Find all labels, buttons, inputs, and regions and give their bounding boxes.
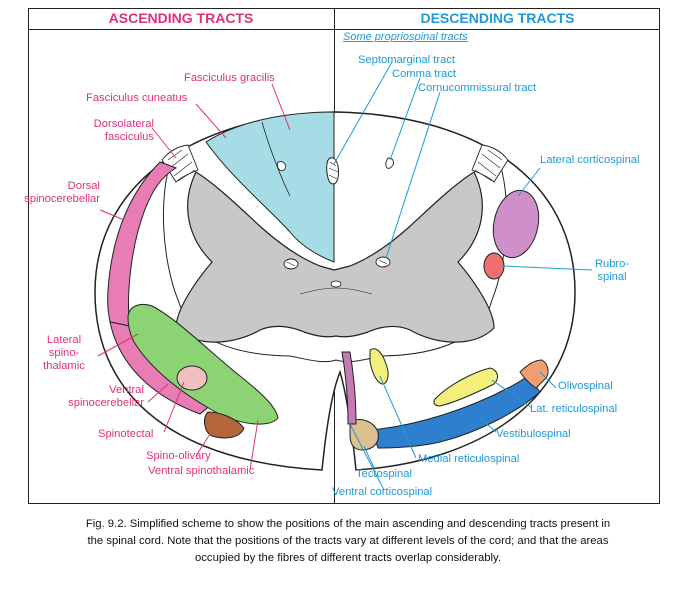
septomarginal-tract xyxy=(326,157,339,185)
ascending-leader-lines xyxy=(97,83,291,471)
label-ventral-spinocerebellar: Ventral spinocerebellar xyxy=(68,384,144,409)
label-olivospinal: Olivospinal xyxy=(558,380,613,392)
label-ventral-spinothalamic: Ventral spinothalamic xyxy=(148,465,255,477)
ascending-tracts-header: ASCENDING TRACTS xyxy=(108,10,254,26)
label-dorsal-spinocerebellar: Dorsal spinocerebellar xyxy=(24,180,100,205)
label-spino-olivary: Spino-olivary xyxy=(146,450,211,462)
propriospinal-subheader: Some propriospinal tracts xyxy=(343,31,468,43)
label-dorsolateral-fasciculus: Dorsolateral fasciculus xyxy=(93,118,154,143)
descending-leader-lines xyxy=(333,61,593,491)
label-lat-reticulospinal: Lat. reticulospinal xyxy=(530,403,618,415)
posterior-column-left xyxy=(205,111,335,263)
dorsolateral-hatch-left xyxy=(167,149,196,182)
comma-tract-left xyxy=(277,161,287,171)
grey-commissure xyxy=(299,287,373,295)
olivospinal-tract xyxy=(519,359,549,389)
label-medial-reticulospinal: Medial reticulospinal xyxy=(418,453,520,465)
spino-olivary-tract xyxy=(204,411,245,439)
cornucommissural-hatch xyxy=(286,259,388,267)
label-fasciculus-gracilis: Fasciculus gracilis xyxy=(184,72,275,84)
label-fasciculus-cuneatus: Fasciculus cuneatus xyxy=(86,92,188,104)
cuneatus-gracilis-septum xyxy=(261,121,291,197)
rubrospinal-tract xyxy=(483,252,505,280)
label-lateral-spinothalamic: Lateral spino- thalamic xyxy=(43,334,85,372)
caption-line: occupied by the fibres of different trac… xyxy=(194,552,502,564)
septomarginal-hatch xyxy=(328,161,339,180)
descending-tracts-header: DESCENDING TRACTS xyxy=(420,10,575,26)
dorsolateral-fasciculus-right xyxy=(471,144,509,183)
comma-tract-right xyxy=(385,157,395,169)
caption-line: Fig. 9.2. Simplified scheme to show the … xyxy=(85,518,611,530)
label-cornucommissural-tract: Cornucommissural tract xyxy=(418,82,537,94)
figure-caption: Fig. 9.2. Simplified scheme to show the … xyxy=(28,516,668,567)
label-lateral-corticospinal: Lateral corticospinal xyxy=(540,154,640,166)
lateral-reticulospinal-tract xyxy=(433,367,498,407)
label-rubrospinal: Rubro- spinal xyxy=(594,258,630,283)
caption-line: the spinal cord. Note that the positions… xyxy=(87,535,609,547)
label-comma-tract: Comma tract xyxy=(392,68,457,80)
dorsolateral-hatch-right xyxy=(474,149,503,182)
label-tectospinal: Tectospinal xyxy=(356,468,412,480)
label-septomarginal-tract: Septomarginal tract xyxy=(358,54,456,66)
label-spinotectal: Spinotectal xyxy=(98,428,154,440)
header-divider xyxy=(28,29,660,30)
central-canal xyxy=(330,280,342,288)
spinotectal-tract xyxy=(176,365,208,391)
lateral-corticospinal-tract xyxy=(492,189,540,259)
figure-frame xyxy=(28,8,660,504)
ventral-corticospinal-tract xyxy=(341,351,357,425)
medial-reticulospinal-tract xyxy=(369,348,389,385)
label-ventral-corticospinal: Ventral corticospinal xyxy=(332,486,433,498)
lateral-spinothalamic-tract xyxy=(127,304,279,425)
label-vestibulospinal: Vestibulospinal xyxy=(496,428,571,440)
tectospinal-tract xyxy=(349,419,379,451)
white-matter-inner-boundary xyxy=(162,157,508,363)
